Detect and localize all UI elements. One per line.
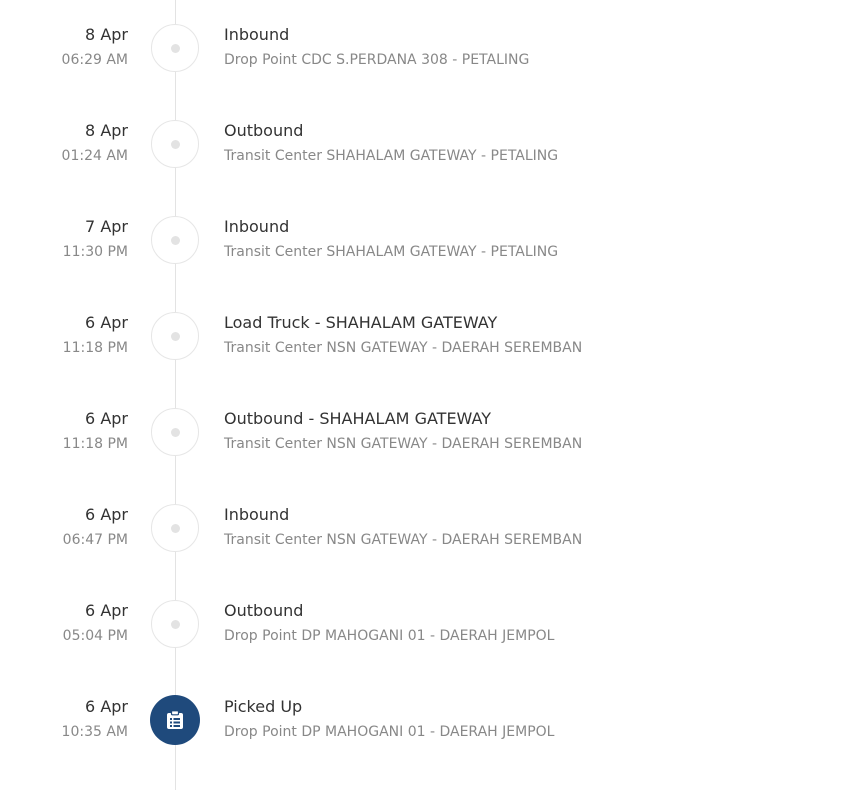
- dot-icon: [171, 620, 180, 629]
- event-time: 10:35 AM: [61, 724, 128, 740]
- event-location: Transit Center SHAHALAM GATEWAY - PETALI…: [224, 244, 559, 260]
- timeline-event: 8 Apr 01:24 AM Outbound Transit Center S…: [0, 107, 847, 168]
- event-location: Transit Center NSN GATEWAY - DAERAH SERE…: [224, 340, 583, 356]
- event-title: Load Truck - SHAHALAM GATEWAY: [224, 313, 498, 332]
- dot-icon: [171, 44, 180, 53]
- timeline-event: 8 Apr 06:29 AM Inbound Drop Point CDC S.…: [0, 11, 847, 72]
- event-title: Outbound: [224, 601, 304, 620]
- event-title: Inbound: [224, 217, 290, 236]
- event-time: 06:29 AM: [61, 52, 128, 68]
- event-node: [151, 216, 199, 264]
- event-time: 01:24 AM: [61, 148, 128, 164]
- event-node: [151, 312, 199, 360]
- clipboard-icon: [167, 710, 183, 729]
- event-location: Transit Center SHAHALAM GATEWAY - PETALI…: [224, 148, 559, 164]
- event-location: Transit Center NSN GATEWAY - DAERAH SERE…: [224, 532, 583, 548]
- dot-icon: [171, 428, 180, 437]
- event-time: 06:47 PM: [62, 532, 128, 548]
- event-date: 6 Apr: [85, 409, 128, 428]
- event-location: Drop Point CDC S.PERDANA 308 - PETALING: [224, 52, 530, 68]
- dot-icon: [171, 140, 180, 149]
- event-title: Outbound - SHAHALAM GATEWAY: [224, 409, 491, 428]
- event-location: Drop Point DP MAHOGANI 01 - DAERAH JEMPO…: [224, 628, 555, 644]
- dot-icon: [171, 332, 180, 341]
- event-date: 6 Apr: [85, 505, 128, 524]
- timeline-event: 6 Apr 10:35 AM Picked Up Drop Point DP M…: [0, 683, 847, 745]
- timeline-event: 6 Apr 06:47 PM Inbound Transit Center NS…: [0, 491, 847, 552]
- event-title: Picked Up: [224, 697, 303, 716]
- event-location: Drop Point DP MAHOGANI 01 - DAERAH JEMPO…: [224, 724, 555, 740]
- event-node: [151, 600, 199, 648]
- timeline-event: 6 Apr 05:04 PM Outbound Drop Point DP MA…: [0, 587, 847, 648]
- timeline-line: [175, 0, 176, 790]
- event-location: Transit Center NSN GATEWAY - DAERAH SERE…: [224, 436, 583, 452]
- event-title: Outbound: [224, 121, 304, 140]
- event-node: [151, 24, 199, 72]
- event-date: 6 Apr: [85, 601, 128, 620]
- event-title: Inbound: [224, 505, 290, 524]
- event-node: [151, 504, 199, 552]
- event-title: Inbound: [224, 25, 290, 44]
- dot-icon: [171, 236, 180, 245]
- dot-icon: [171, 524, 180, 533]
- event-date: 6 Apr: [85, 697, 128, 716]
- event-node-active: [150, 695, 200, 745]
- timeline-event: 7 Apr 11:30 PM Inbound Transit Center SH…: [0, 203, 847, 264]
- event-time: 05:04 PM: [62, 628, 128, 644]
- event-node: [151, 120, 199, 168]
- event-date: 8 Apr: [85, 121, 128, 140]
- event-date: 6 Apr: [85, 313, 128, 332]
- event-date: 7 Apr: [85, 217, 128, 236]
- event-time: 11:30 PM: [62, 244, 128, 260]
- event-node: [151, 408, 199, 456]
- event-time: 11:18 PM: [62, 340, 128, 356]
- event-date: 8 Apr: [85, 25, 128, 44]
- timeline-event: 6 Apr 11:18 PM Outbound - SHAHALAM GATEW…: [0, 395, 847, 456]
- event-time: 11:18 PM: [62, 436, 128, 452]
- timeline-event: 6 Apr 11:18 PM Load Truck - SHAHALAM GAT…: [0, 299, 847, 360]
